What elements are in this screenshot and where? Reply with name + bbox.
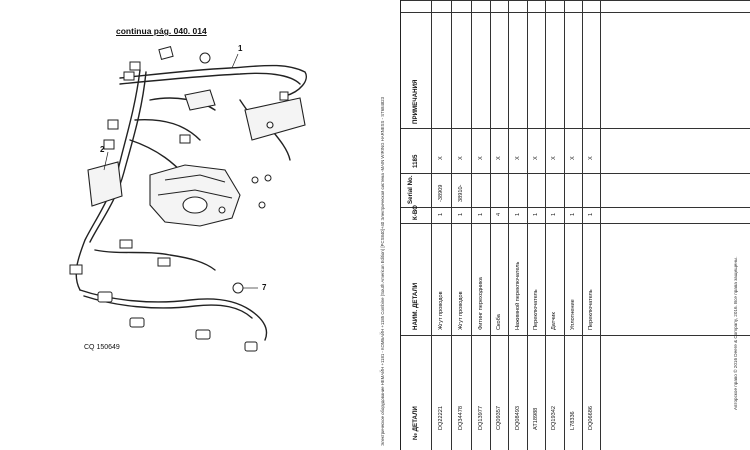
header-part-no: № ДЕТАЛИ (412, 406, 419, 440)
row-1-serial: -38909 (438, 184, 444, 202)
header-name: НАИМ. ДЕТАЛИ (412, 282, 419, 330)
row-1-name: Жгут проводов (438, 291, 444, 330)
row-6-part-no: AT18988 (533, 407, 539, 430)
row-1-part-no: DQ22221 (438, 406, 444, 430)
row-3-model: X (478, 156, 484, 160)
callout-2: 2 (100, 145, 105, 154)
row-3-name: Фитинг переходника (478, 277, 484, 330)
row-3-qty: 1 (478, 212, 484, 216)
header-remarks: ПРИМЕЧАНИЯ (412, 79, 419, 124)
callout-7: 7 (262, 283, 267, 292)
row-4-name: Скоба (496, 314, 502, 330)
bracket-plate (244, 97, 306, 141)
row-2-part-no: DQ34478 (458, 406, 464, 430)
copyright-notice: Авторское право © 2016 Deere & Company, … (733, 256, 738, 410)
row-7-qty: 1 (551, 212, 557, 216)
row-9-model: X (588, 156, 594, 160)
header-qty: К-ВО (412, 205, 419, 220)
row-9-part-no: DQ06686 (588, 406, 594, 430)
continuation-reference[interactable]: continua pág. 040. 014 (116, 26, 207, 36)
row-8-part-no: L78336 (570, 411, 576, 430)
row-6-qty: 1 (533, 212, 539, 216)
row-8-qty: 1 (570, 212, 576, 216)
wiring-harness-diagram (69, 46, 307, 352)
row-5-model: X (515, 156, 521, 160)
row-3-part-no: DQ13977 (478, 406, 484, 430)
row-7-model: X (551, 156, 557, 160)
row-2-qty: 1 (458, 212, 464, 216)
harness-bottom (79, 289, 268, 341)
row-7-part-no: DQ19342 (551, 406, 557, 430)
row-2-serial: 38910- (458, 184, 464, 202)
row-6-name: Переключатель (533, 289, 539, 330)
header-model: 1185 (412, 154, 419, 168)
row-1-model: X (438, 156, 444, 160)
row-4-part-no: CQ09357 (496, 406, 502, 430)
callout-1: 1 (238, 44, 243, 53)
row-6-model: X (533, 156, 539, 160)
row-5-name: Нажимной переключатель (515, 261, 521, 330)
row-2-name: Жгут проводов (458, 291, 464, 330)
row-4-model: X (496, 156, 502, 160)
illustration-code: CQ 150649 (84, 344, 120, 351)
row-5-qty: 1 (515, 212, 521, 216)
row-5-part-no: DQ08493 (515, 406, 521, 430)
parts-table: № ДЕТАЛИ НАИМ. ДЕТАЛИ К-ВО Serial No. 11… (400, 0, 750, 450)
header-serial: Serial No. (407, 175, 414, 204)
module-box (87, 161, 123, 207)
row-9-qty: 1 (588, 212, 594, 216)
row-4-qty: 4 (496, 212, 502, 216)
row-1-qty: 1 (438, 212, 444, 216)
row-2-model: X (458, 156, 464, 160)
row-8-name: Уплотнение (570, 299, 576, 330)
row-9-name: Переключатель (588, 289, 594, 330)
table-title: Электрическое оборудование НЕМАЙН +1181 … (380, 96, 385, 446)
row-8-model: X (570, 156, 576, 160)
harness-trunk (119, 64, 307, 97)
row-7-name: Датчик (551, 312, 557, 330)
